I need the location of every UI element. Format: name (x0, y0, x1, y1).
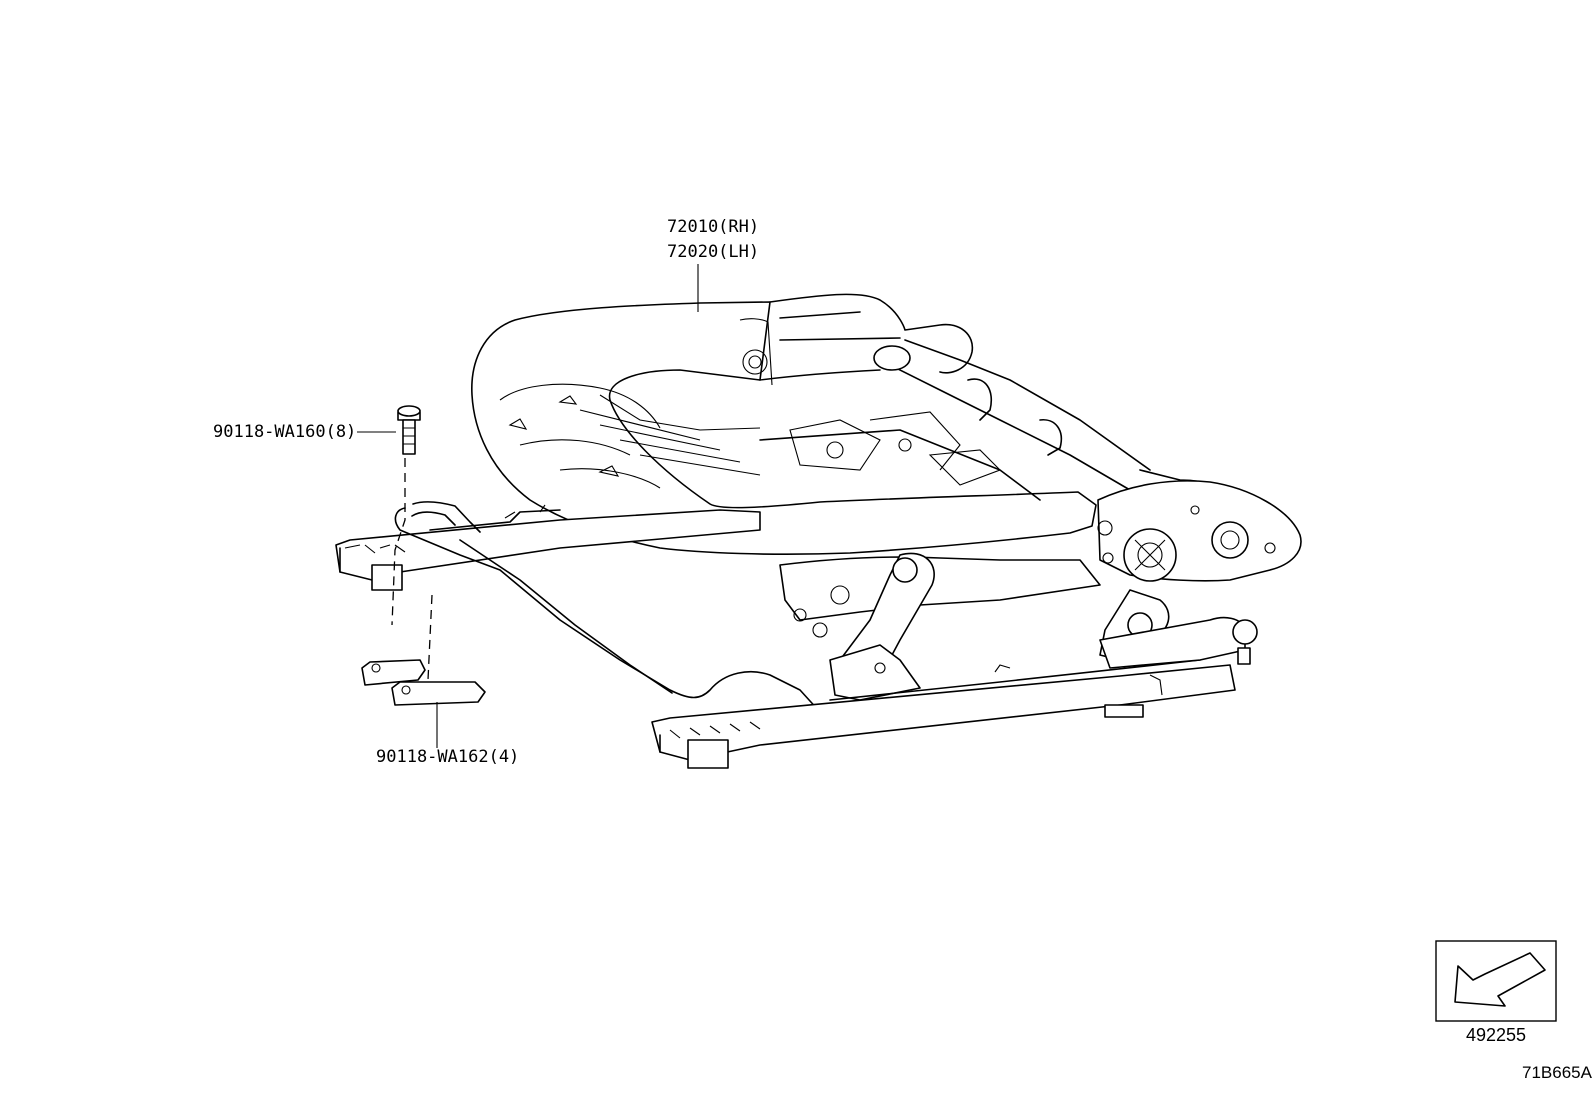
figure-code: 71B665A (1522, 1063, 1592, 1082)
front-arrow-icon (1454, 952, 1546, 1007)
bolt-90118-wa162 (361, 659, 486, 706)
seat-cushion-pad (471, 301, 1097, 555)
left-seat-rail (335, 504, 761, 591)
callout-72010-rh: 72010(RH) (667, 217, 760, 237)
install-guide-line (427, 594, 433, 681)
callout-90118-wa160: 90118-WA160(8) (213, 422, 357, 442)
seat-mechanism (759, 411, 1041, 501)
right-seat-rail (651, 616, 1258, 769)
side-bracket (779, 552, 1101, 701)
callout-72020-lh: 72020(LH) (667, 242, 760, 262)
bolt-90118-wa160 (397, 405, 421, 455)
illustration-number: 492255 (1466, 1025, 1527, 1045)
reference-box (1435, 940, 1557, 1022)
release-bar (394, 501, 821, 713)
install-guide-line (391, 458, 406, 626)
callout-90118-wa162: 90118-WA162(4) (376, 747, 520, 767)
